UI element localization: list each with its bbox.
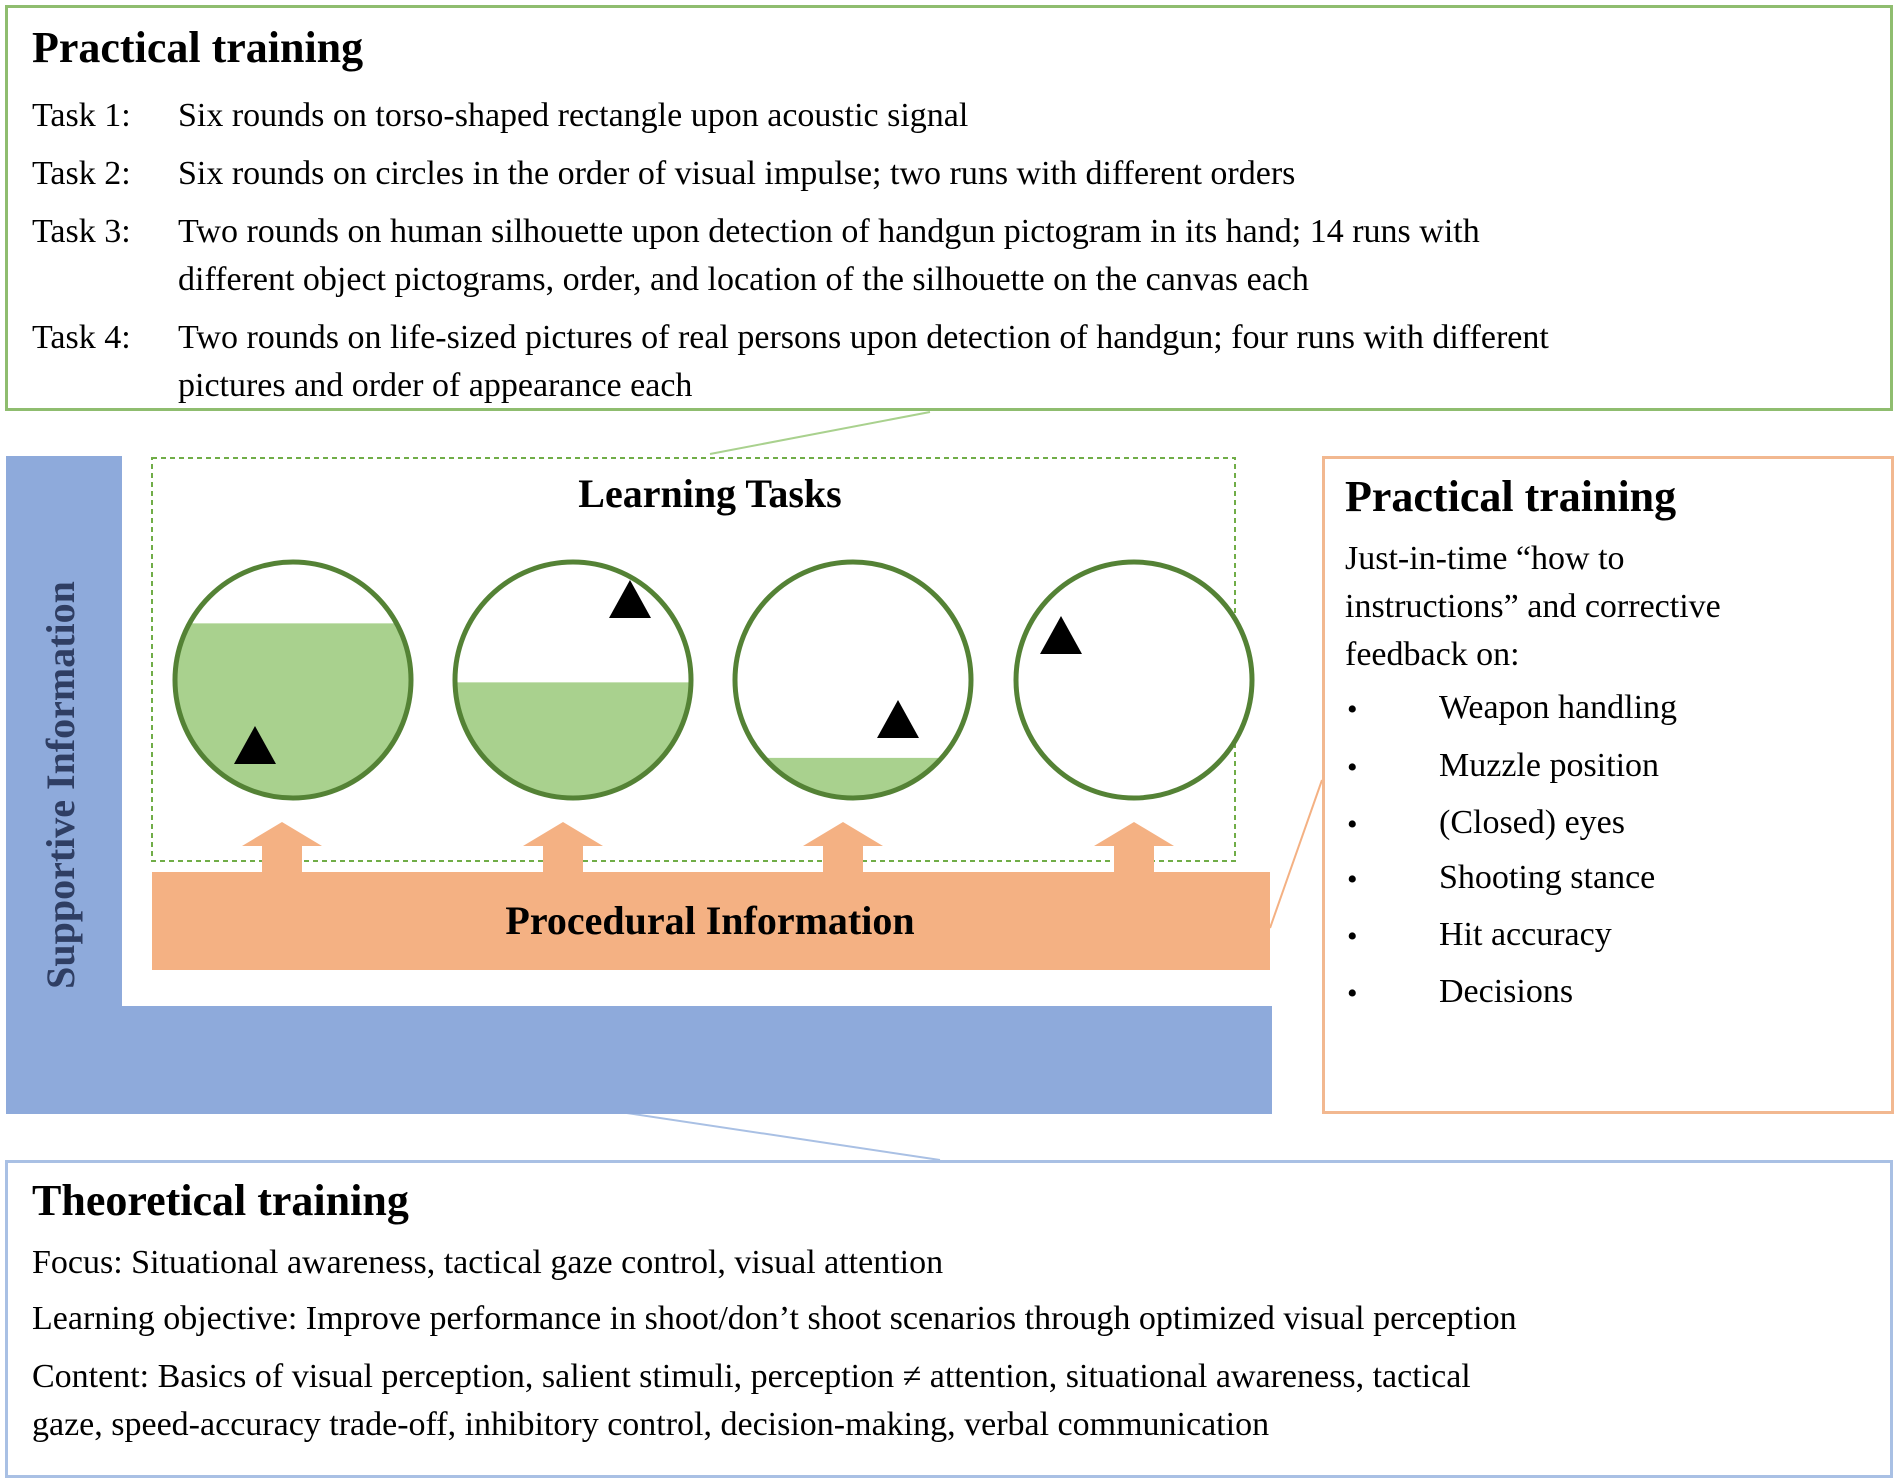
practical-training-title: Practical training (32, 23, 364, 72)
theory-focus-line: Focus: Situational awareness, tactical g… (32, 1244, 944, 1281)
feedback-item-decisions: Decisions (1439, 973, 1574, 1010)
feedback-item-weapon-handling: Weapon handling (1439, 689, 1678, 726)
feedback-intro-line-1: Just-in-time “how to (1345, 540, 1625, 577)
supportive-information-band (6, 456, 1272, 1114)
feedback-item-shooting-stance: Shooting stance (1439, 859, 1656, 896)
procedural-feedback-title: Practical training (1345, 472, 1677, 521)
bullet-dot: • (1347, 693, 1358, 726)
feedback-item-hit-accuracy: Hit accuracy (1439, 916, 1612, 953)
top-connector (709, 411, 931, 455)
theoretical-training-title: Theoretical training (32, 1176, 409, 1225)
theoretical-training-box: Theoretical training Focus: Situational … (5, 1160, 1893, 1478)
procedural-arrow-4 (1094, 822, 1174, 874)
theory-content-line-2: gaze, speed-accuracy trade-off, inhibito… (32, 1406, 1270, 1443)
task-3-text-line-1: Two rounds on human silhouette upon dete… (178, 213, 1480, 250)
triangle-marker-icon (609, 580, 651, 618)
task-3-label: Task 3: (32, 213, 131, 250)
feedback-item-muzzle-position: Muzzle position (1439, 747, 1660, 784)
procedural-information-bar (152, 872, 1270, 970)
procedural-arrow-3 (803, 822, 883, 874)
bullet-dot: • (1347, 863, 1358, 896)
theory-content-line-1: Content: Basics of visual perception, sa… (32, 1358, 1471, 1395)
learning-task-ring-4 (1013, 559, 1255, 801)
learning-task-ring-3 (732, 559, 974, 801)
task-2-label: Task 2: (32, 155, 131, 192)
procedural-arrow-1 (242, 822, 322, 874)
learning-task-ring-1 (172, 559, 414, 801)
procedural-information: Procedural Information (152, 822, 1270, 970)
bullet-dot: • (1347, 808, 1358, 841)
task-2-text: Six rounds on circles in the order of vi… (178, 155, 1296, 192)
learning-model-diagram: Supportive Information Learning Tasks Pr… (6, 456, 1272, 1114)
feedback-intro-line-3: feedback on: (1345, 636, 1520, 673)
bullet-dot: • (1347, 977, 1358, 1010)
triangle-marker-icon (877, 700, 919, 738)
triangle-marker-icon (234, 726, 276, 764)
feedback-intro-line-2: instructions” and corrective (1345, 588, 1721, 625)
feedback-item-closed-eyes: (Closed) eyes (1439, 804, 1626, 841)
supportive-information-label: Supportive Information (38, 581, 83, 989)
practical-training-tasks-box: Practical training Task 1: Six rounds on… (5, 5, 1893, 411)
right-connector (1269, 779, 1323, 929)
learning-task-circles (172, 559, 1255, 801)
learning-task-ring-2 (452, 559, 694, 801)
learning-tasks-label: Learning Tasks (578, 471, 841, 516)
learning-tasks-area (151, 457, 1236, 862)
procedural-feedback-box: Practical training Just-in-time “how to … (1322, 456, 1894, 1114)
task-1-label: Task 1: (32, 97, 131, 134)
procedural-information-label: Procedural Information (505, 898, 914, 943)
task-4-text-line-2: pictures and order of appearance each (178, 367, 693, 404)
task-4-text-line-1: Two rounds on life-sized pictures of rea… (178, 319, 1549, 356)
learning-task-circle-4 (1016, 562, 1252, 798)
theory-objective-line: Learning objective: Improve performance … (32, 1300, 1517, 1337)
task-1-text: Six rounds on torso-shaped rectangle upo… (178, 97, 969, 134)
task-4-label: Task 4: (32, 319, 131, 356)
learning-task-fill-1 (175, 623, 411, 798)
bullet-dot: • (1347, 751, 1358, 784)
learning-task-circle-3 (735, 562, 971, 798)
bullet-dot: • (1347, 920, 1358, 953)
procedural-arrow-2 (523, 822, 603, 874)
triangle-marker-icon (1040, 616, 1082, 654)
bottom-connector (619, 1111, 941, 1161)
task-3-text-line-2: different object pictograms, order, and … (178, 261, 1309, 298)
learning-task-fill-2 (455, 682, 691, 798)
